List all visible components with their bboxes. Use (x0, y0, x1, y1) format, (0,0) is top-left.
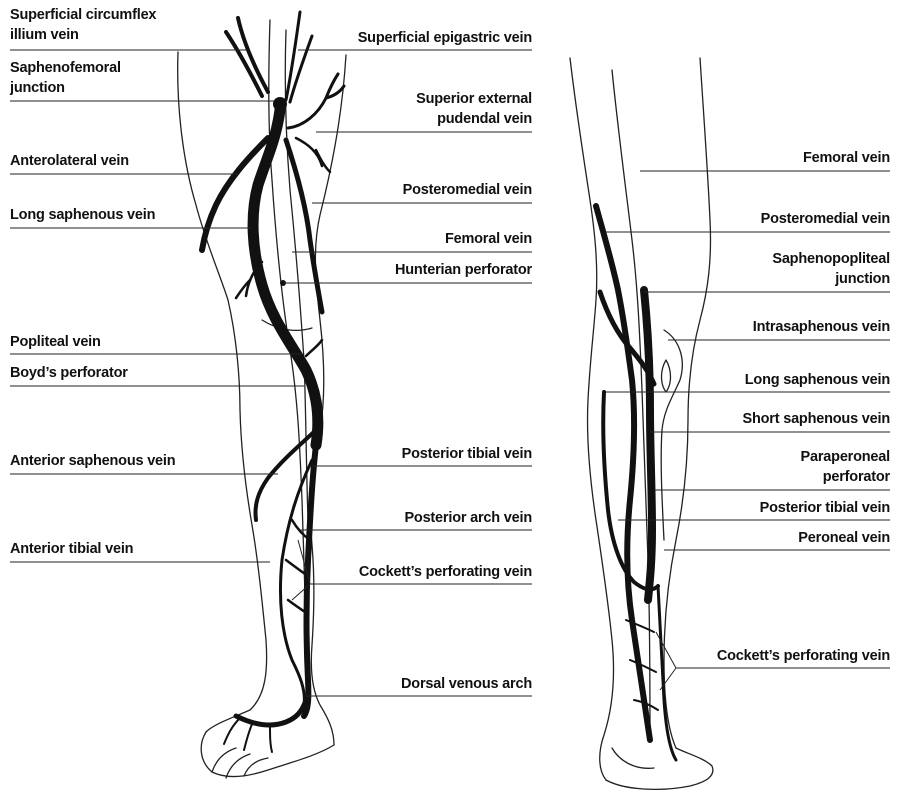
label-femoral-vein-front: Femoral vein (444, 231, 532, 247)
label-short-saphenous-vein: Short saphenous vein (742, 411, 891, 427)
front-anterior-saphenous (253, 428, 318, 522)
front-leaders-left (10, 49, 304, 563)
back-peroneal (656, 584, 678, 762)
label-saphenofemoral-line2: junction (10, 80, 65, 96)
label-posterior-tibial-vein-front: Posterior tibial vein (401, 446, 533, 462)
label-posteromedial-vein-back: Posteromedial vein (760, 211, 891, 227)
front-hunterian-branch (234, 260, 264, 300)
label-dorsal-venous-arch: Dorsal venous arch (401, 676, 532, 692)
label-superficial-epigastric-vein: Superficial epigastric vein (357, 30, 533, 46)
front-posteromedial (283, 137, 325, 315)
label-superior-external-line1: Superior external (416, 91, 532, 107)
front-long-saphenous-lower (301, 442, 319, 719)
front-epigastric-branch (284, 10, 314, 104)
back-thin-line (611, 69, 651, 741)
back-heel (611, 747, 655, 769)
label-posterior-tibial-vein-back: Posterior tibial vein (759, 500, 891, 516)
label-posterior-arch-vein: Posterior arch vein (404, 510, 532, 526)
label-saphenopopliteal-line2: junction (835, 271, 890, 287)
label-paraperoneal-line1: Paraperoneal (800, 449, 891, 465)
back-foot-outline (605, 747, 714, 791)
label-boyds-perforator: Boyd’s perforator (10, 365, 128, 381)
back-cockett-branches (625, 619, 659, 711)
front-leaders-right (284, 49, 532, 697)
front-leg-outline-lateral (177, 51, 268, 733)
front-toes (211, 747, 269, 779)
front-hunterian-node (280, 280, 286, 286)
label-saphenopopliteal-line1: Saphenopopliteal (772, 251, 890, 267)
front-leg (177, 10, 347, 779)
label-anterior-saphenous-vein: Anterior saphenous vein (10, 453, 176, 469)
back-leg (569, 57, 714, 791)
label-long-saphenous-vein: Long saphenous vein (10, 207, 156, 223)
label-superficial-circumflex-line2: illium vein (10, 27, 79, 43)
label-cocketts-perforating-vein-front: Cockett’s perforating vein (358, 564, 532, 580)
front-pudendal-branch (286, 72, 346, 130)
back-leg-outline-right (663, 57, 712, 749)
label-superior-external-line2: pudendal vein (437, 111, 532, 127)
front-femoral-thin-2 (284, 29, 309, 521)
back-intrasaphenous-loop (660, 359, 672, 393)
front-popliteal-branch (304, 338, 324, 358)
label-intrasaphenous-vein: Intrasaphenous vein (752, 319, 890, 335)
label-cocketts-perforating-vein-back: Cockett’s perforating vein (716, 648, 890, 664)
back-posterior-tibial (601, 390, 660, 592)
label-long-saphenous-vein-back: Long saphenous vein (744, 372, 890, 388)
label-posteromedial-vein-front: Posteromedial vein (402, 182, 533, 198)
front-pudendal-lower (294, 136, 332, 174)
label-femoral-vein-back: Femoral vein (802, 150, 890, 166)
back-leg-outline-left (569, 57, 615, 781)
label-paraperoneal-line2: perforator (822, 469, 890, 485)
label-anterior-tibial-vein: Anterior tibial vein (10, 541, 134, 557)
front-circumflex-branch (224, 16, 270, 98)
front-anterolateral (199, 135, 271, 253)
label-superficial-circumflex-line1: Superficial circumflex (10, 7, 157, 23)
back-short-saphenous (640, 286, 656, 604)
front-foot-outline (200, 731, 335, 778)
label-hunterian-perforator: Hunterian perforator (395, 262, 532, 278)
back-long-saphenous (593, 203, 653, 743)
label-popliteal-vein: Popliteal vein (10, 334, 101, 350)
back-calf-contour (660, 329, 683, 541)
label-anterolateral-vein: Anterolateral vein (10, 153, 129, 169)
label-peroneal-vein: Peroneal vein (798, 530, 890, 546)
label-saphenofemoral-line1: Saphenofemoral (10, 60, 121, 76)
front-dorsal-arch (233, 697, 309, 728)
front-posterior-arch (278, 458, 314, 708)
front-cockett-perforators (284, 518, 312, 616)
back-leaders (606, 170, 890, 691)
front-long-saphenous-trunk (247, 104, 324, 451)
front-foot-branches (223, 717, 273, 753)
